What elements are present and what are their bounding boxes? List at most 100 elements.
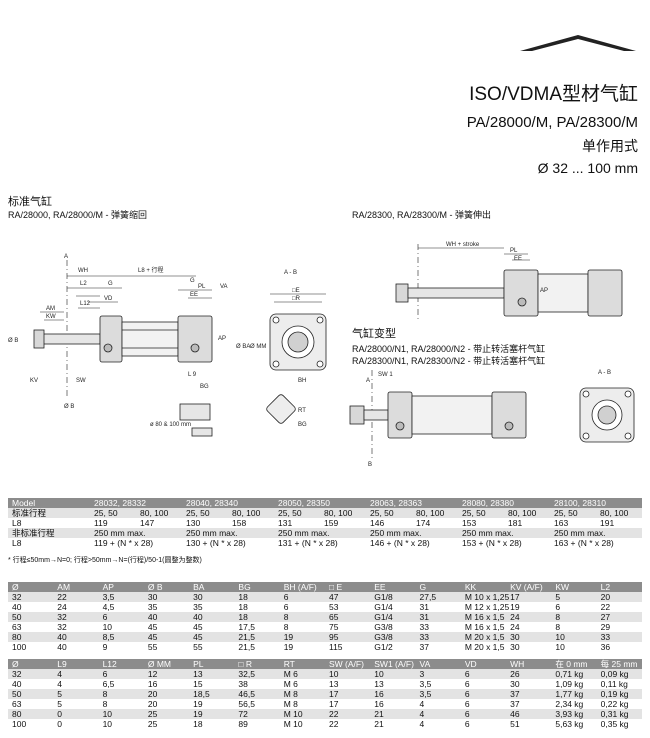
table-cell: 37 [506,699,552,709]
table-cell: 147 [136,518,182,528]
table-cell: 20 [596,592,642,602]
table-cell: 89 [234,719,280,729]
table-cell: 30 [506,642,552,652]
table-cell [504,538,550,548]
table-cell: 30 [143,592,190,602]
table-cell: 17,5 [234,622,280,632]
table-cell: 6 [551,602,597,612]
table-cell: 46 [506,709,552,719]
table-cell: 28040, 28340 [182,498,238,508]
table-cell: 80 [8,632,54,642]
table-cell: 0,31 kg [596,709,642,719]
table-cell: M 16 x 1,5 [460,612,507,622]
svg-text:AM: AM [46,306,55,312]
table-cell: 37 [506,689,552,699]
table-cell: 250 mm max. [458,528,514,538]
table-cell: 18 [234,592,280,602]
table-cell: 32 [53,612,99,622]
table-cell: 50 [8,612,54,622]
logo-mark [520,35,636,51]
table-cell: 80, 100 [412,508,458,518]
table-cell [412,538,458,548]
table-cell: 3,5 [415,679,461,689]
table-cell [320,538,366,548]
table-cell: 36 [596,642,642,652]
table-cell: 28050, 28350 [274,498,330,508]
table-cell: 35 [189,602,235,612]
cylinder-variant-view [349,370,527,458]
table-cell: 24 [506,612,552,622]
table-cell: 163 + (N * x 28) [550,538,614,548]
table-cell: 31 [415,602,461,612]
table-cell: 100 [8,719,54,729]
table-cell: 40 [53,642,99,652]
svg-text:L12: L12 [80,301,91,307]
svg-text:AP: AP [218,336,226,342]
table-cell: 250 mm max. [550,528,606,538]
svg-text:Ø BA: Ø BA [236,344,250,350]
end-view-right [579,387,635,443]
column-header: 每 25 mm [596,659,642,669]
table-cell: G1/8 [370,592,416,602]
table-cell: 35 [143,602,190,612]
table-cell: 4 [53,679,99,689]
table-cell: 50 [8,689,54,699]
table-cell: 8 [98,689,144,699]
table-cell: 10 [98,719,144,729]
table-cell: 5 [551,592,597,602]
table-cell: 56,5 [234,699,280,709]
table-cell [228,538,274,548]
table-cell [596,498,642,508]
svg-text:PL: PL [510,248,518,254]
table-cell: 19 [506,602,552,612]
section-variant-title: 气缸变型 [352,328,396,340]
svg-text:SW 1: SW 1 [378,372,393,378]
table-cell: 146 + (N * x 28) [366,538,430,548]
table-cell: 4 [415,709,461,719]
svg-text:AP: AP [540,288,548,294]
cylinder-side-labels: A Ø B WH L8 + 行程 L2 G VD L12 AM KW KV SW… [8,254,266,428]
table-cell: 6 [460,709,507,719]
cylinder-extend-view [395,244,623,320]
table-cell: 130 [182,518,228,528]
table-cell: 32,5 [234,669,280,679]
svg-text:L8 + 行程: L8 + 行程 [138,266,164,274]
table-cell: 3,5 [98,592,144,602]
table-cell: 51 [506,719,552,729]
table-cell: 153 [458,518,504,528]
table-cell: 181 [504,518,550,528]
table-cell: 55 [189,642,235,652]
table-cell: 21 [370,709,416,719]
column-header: □ E [324,582,371,592]
table-cell: 100 [8,642,54,652]
svg-text:□R: □R [292,296,301,302]
table-cell: 63 [8,622,54,632]
table-cell: G1/4 [370,602,416,612]
table-cell: 8 [279,622,325,632]
table-cell: 8 [551,622,597,632]
column-header: PL [189,659,235,669]
table-cell: 6 [460,719,507,729]
column-header: AP [98,582,144,592]
table-cell: 16 [370,689,416,699]
table-cell: 250 mm max. [366,528,422,538]
row-label: L8 [8,518,90,528]
column-header: KV (A/F) [506,582,552,592]
column-header: WH [506,659,552,669]
svg-text:VD: VD [104,296,113,302]
svg-text:EE: EE [514,256,522,262]
table-cell: 10 [98,622,144,632]
svg-text:WH + stroke: WH + stroke [446,242,480,248]
table-cell: 130 + (N * x 28) [182,538,246,548]
table-cell: 45 [143,622,190,632]
svg-text:SW: SW [76,378,86,384]
table-cell: 5 [53,689,99,699]
end-view-right-labels: A - B [598,370,611,376]
table-cell: 146 [366,518,412,528]
table-cell: 13 [324,679,371,689]
table-cell: 15 [189,679,235,689]
